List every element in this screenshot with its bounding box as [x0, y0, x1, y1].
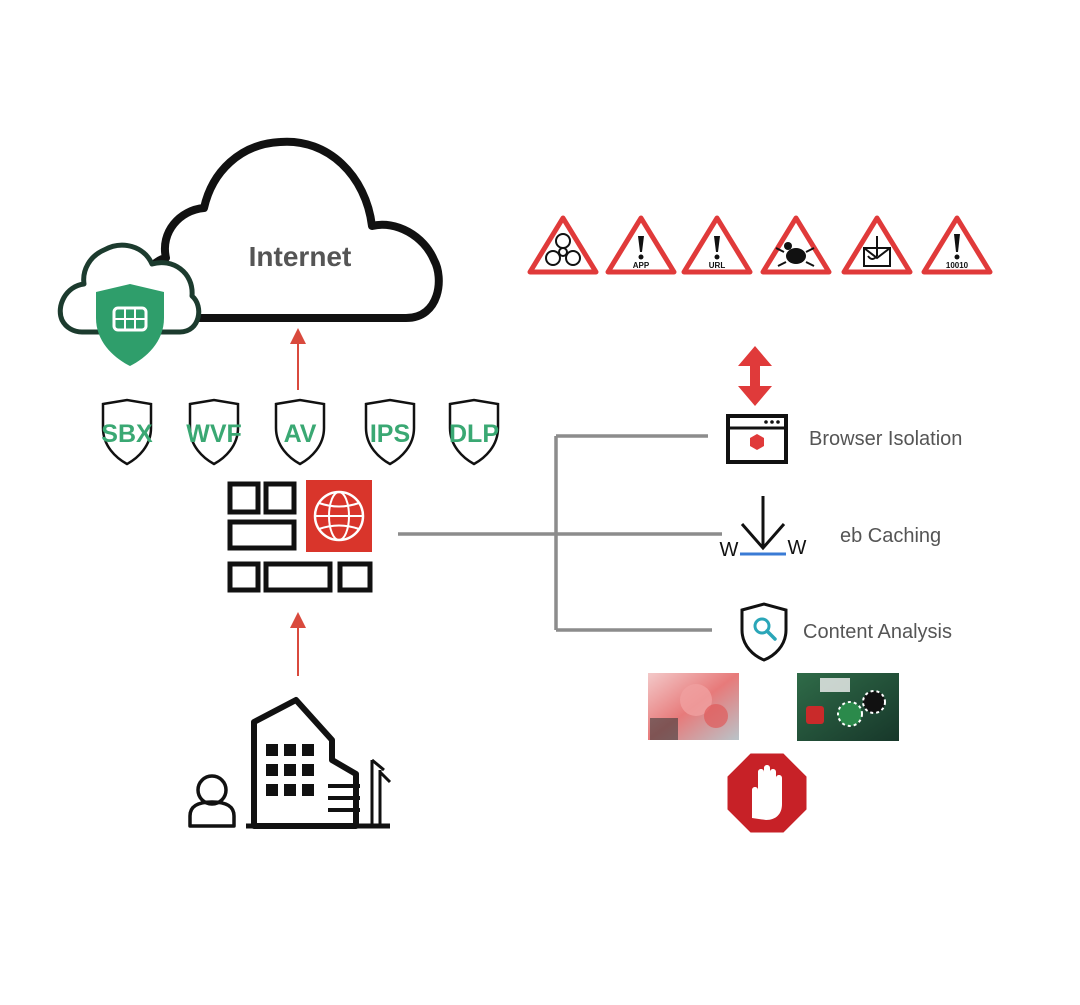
bidirectional-arrow-icon	[738, 346, 772, 406]
user-icon	[188, 774, 236, 828]
phishing-warning	[841, 215, 913, 275]
threat-warnings: APP URL	[527, 215, 993, 275]
shield-label: SBX	[101, 420, 153, 448]
stop-hand-icon	[724, 750, 810, 836]
browser-isolation-icon	[726, 414, 788, 464]
shield-label: IPS	[370, 420, 410, 448]
caching-letter-left: W	[720, 539, 739, 561]
blocked-image-gambling	[797, 673, 899, 741]
web-caching-label: eb Caching	[840, 525, 942, 547]
browser-isolation-label: Browser Isolation	[809, 428, 963, 450]
blocked-image-flares	[648, 673, 739, 740]
bug-icon	[775, 242, 815, 267]
content-analysis-label: Content Analysis	[803, 621, 952, 643]
content-analysis-icon	[740, 602, 788, 662]
shield-label: WVF	[186, 420, 242, 448]
app-warning: APP	[605, 215, 677, 275]
warning-label: APP	[633, 261, 650, 270]
bug-warning	[760, 215, 832, 275]
globe-icon	[313, 490, 365, 542]
binary-warning: 10010	[921, 215, 993, 275]
exclamation-icon	[714, 236, 720, 252]
biohazard-warning	[527, 215, 599, 275]
caching-letter-right: W	[788, 537, 807, 559]
shield-av: AV	[274, 398, 326, 466]
security-shields: SBX WVF AV IPS DLP	[101, 398, 500, 466]
biohazard-icon	[545, 233, 581, 266]
shield-wvf: WVF	[186, 398, 242, 466]
shield-label: DLP	[449, 420, 499, 448]
url-warning: URL	[681, 215, 753, 275]
web-caching-icon: W W	[720, 496, 807, 561]
shield-dlp: DLP	[448, 398, 500, 466]
exclamation-icon	[638, 236, 644, 252]
firewall-icon	[227, 480, 373, 593]
exclamation-icon	[954, 234, 960, 252]
internet-label: Internet	[249, 241, 352, 272]
fortiguard-cloud-icon	[57, 242, 202, 366]
shield-ips: IPS	[364, 398, 416, 466]
shield-sbx: SBX	[101, 398, 153, 466]
service-connectors	[398, 434, 722, 632]
shield-label: AV	[284, 420, 317, 448]
warning-label: 10010	[946, 261, 969, 270]
building-icon	[246, 697, 392, 829]
warning-label: URL	[709, 261, 726, 270]
phishing-hook-icon	[863, 236, 891, 267]
